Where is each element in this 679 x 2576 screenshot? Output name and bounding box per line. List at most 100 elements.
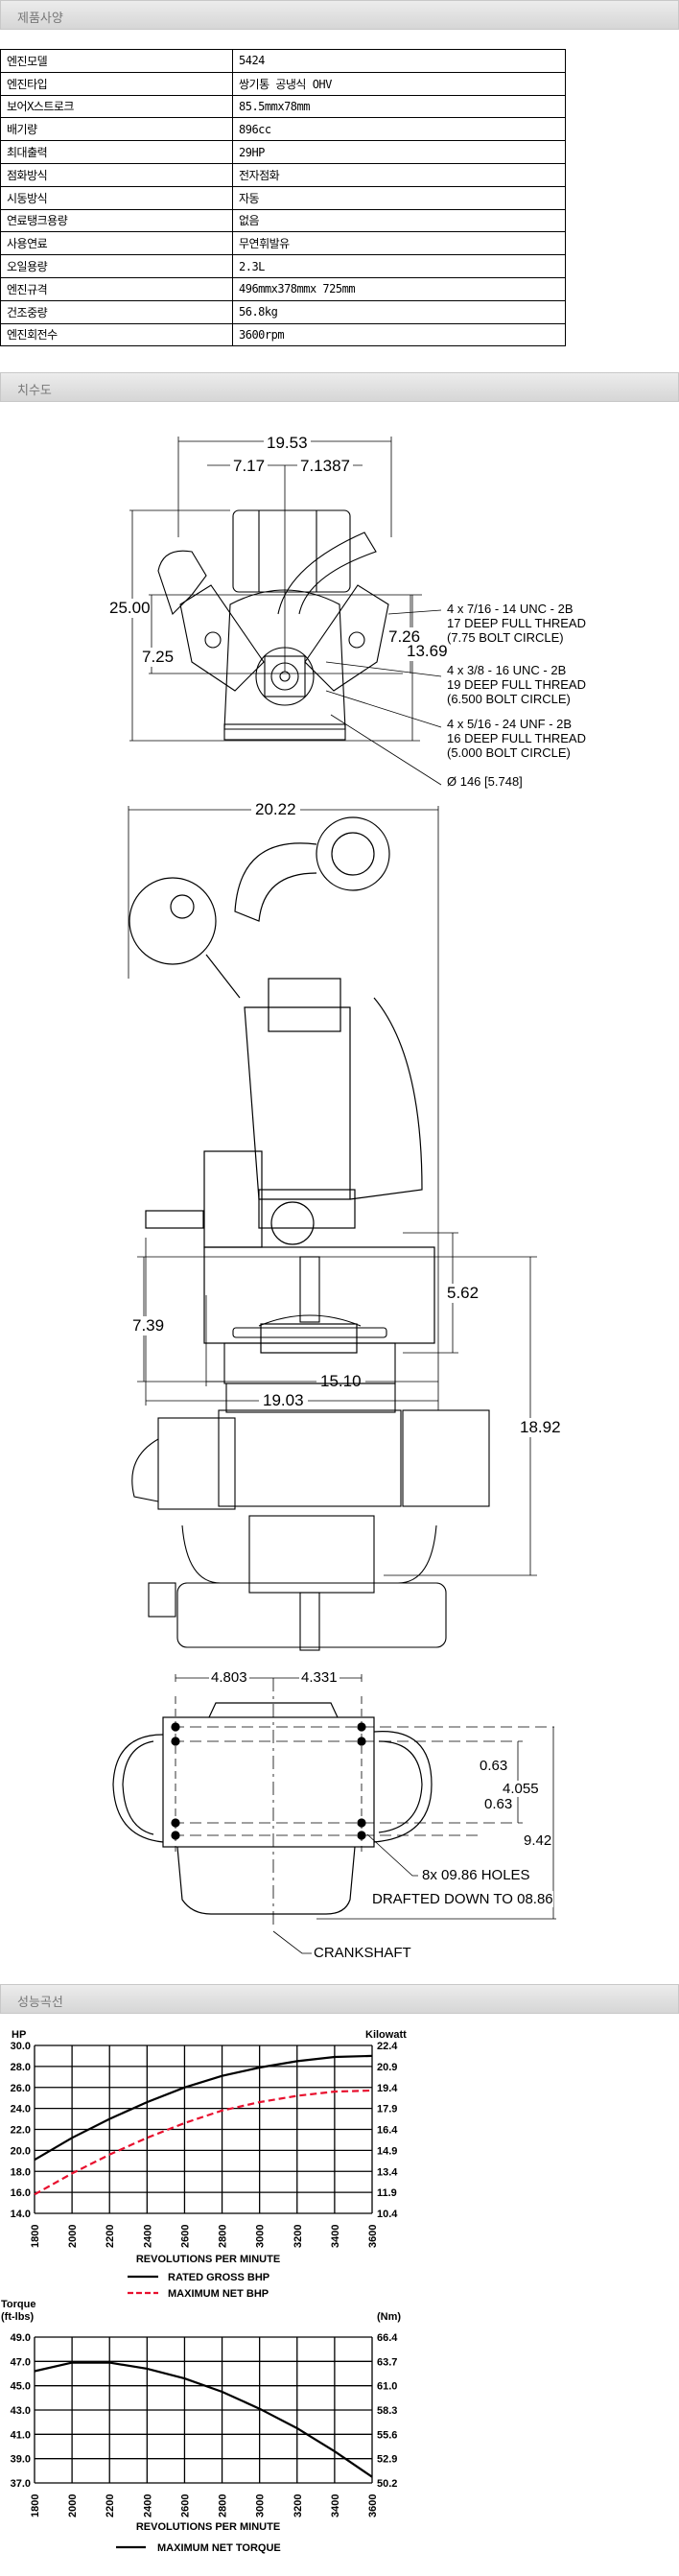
drafted-note: DRAFTED DOWN TO 08.86 <box>372 1891 553 1908</box>
spec-key: 오일용량 <box>0 254 233 278</box>
section-title: 치수도 <box>17 384 52 398</box>
x-tick-label: 3000 <box>255 2494 267 2517</box>
spec-key: 엔진모델 <box>0 49 233 73</box>
dim-d: 9.42 <box>524 1832 552 1849</box>
x-tick-label: 2400 <box>142 2225 153 2248</box>
dim-b: 4.055 <box>503 1781 539 1798</box>
x-tick-label: 2800 <box>218 2494 229 2517</box>
dim-height: 18.92 <box>520 1418 561 1437</box>
x-tick-label: 2200 <box>105 2225 116 2248</box>
y-tick-label-right: 20.9 <box>377 2062 397 2073</box>
dim-top: 7.39 <box>132 1316 165 1335</box>
y-tick-label: 26.0 <box>11 2083 31 2094</box>
dim-a: 0.63 <box>480 1758 508 1774</box>
x-tick-label: 2800 <box>218 2225 229 2248</box>
y-tick-label-right: 66.4 <box>377 2332 398 2344</box>
x-axis-label: REVOLUTIONS PER MINUTE <box>136 2254 280 2265</box>
x-tick-label: 3600 <box>367 2494 379 2517</box>
y-tick-label-right: 63.7 <box>377 2356 397 2368</box>
y-tick-label: 39.0 <box>11 2454 31 2466</box>
dim-base-1: 15.10 <box>316 1372 365 1391</box>
spec-key: 엔진회전수 <box>0 322 233 347</box>
x-tick-label: 2400 <box>142 2494 153 2517</box>
x-tick-label: 3200 <box>293 2494 304 2517</box>
dim-left: 4.803 <box>209 1669 249 1687</box>
legend-label: MAXIMUM NET BHP <box>168 2288 269 2300</box>
dim-base-2: 19.03 <box>259 1391 308 1410</box>
dim-right: 4.331 <box>299 1669 340 1687</box>
y-tick-label-right: 13.4 <box>377 2166 398 2178</box>
y-tick-label: 14.0 <box>11 2209 31 2220</box>
y-tick-label: 16.0 <box>11 2187 31 2199</box>
spec-key: 최대출력 <box>0 140 233 164</box>
x-tick-label: 2000 <box>67 2494 79 2517</box>
x-tick-label: 3600 <box>367 2225 379 2248</box>
y-tick-label: 43.0 <box>11 2405 31 2417</box>
y-axis-label: HP <box>12 2029 26 2041</box>
dim-width: 20.22 <box>251 800 300 819</box>
dim-width: 19.53 <box>264 434 311 453</box>
y-tick-label-right: 55.6 <box>377 2429 397 2441</box>
x-tick-label: 2600 <box>179 2494 191 2517</box>
dim-height: 5.62 <box>447 1284 480 1303</box>
series-line <box>34 2054 373 2162</box>
y-tick-label-right: 50.2 <box>377 2478 397 2490</box>
spec-key: 연료탱크용량 <box>0 208 233 233</box>
y-tick-label-right: 61.0 <box>377 2381 397 2393</box>
y-axis-label: (ft-lbs) <box>1 2311 35 2323</box>
y-tick-label: 20.0 <box>11 2145 31 2157</box>
spec-value: 896cc <box>232 117 566 142</box>
x-tick-label: 3400 <box>330 2494 341 2517</box>
y-tick-label: 41.0 <box>11 2429 31 2441</box>
diameter-note: Ø 146 [5.748] <box>447 774 523 789</box>
section-header-dims: 치수도 <box>0 372 679 402</box>
dim-c: 0.63 <box>484 1796 513 1813</box>
section-header-spec: 제품사양 <box>0 0 679 30</box>
y-tick-label-right: 22.4 <box>377 2041 398 2052</box>
legend-label: RATED GROSS BHP <box>168 2272 269 2283</box>
spec-value: 29HP <box>232 140 566 164</box>
spec-key: 보어X스트로크 <box>0 94 233 119</box>
y-axis-label-right: (Nm) <box>377 2311 401 2323</box>
spec-value: 3600rpm <box>232 322 566 347</box>
y-tick-label-right: 58.3 <box>377 2405 397 2417</box>
y-tick-label-right: 17.9 <box>377 2104 397 2115</box>
y-tick-label: 18.0 <box>11 2166 31 2178</box>
dim-h4: 13.69 <box>407 642 448 661</box>
spec-value: 없음 <box>232 208 566 233</box>
y-tick-label: 28.0 <box>11 2062 31 2073</box>
x-tick-label: 3200 <box>293 2225 304 2248</box>
x-tick-label: 2600 <box>179 2225 191 2248</box>
section-title: 제품사양 <box>17 12 63 26</box>
y-tick-label: 47.0 <box>11 2356 31 2368</box>
dim-h2: 7.25 <box>142 648 175 667</box>
y-tick-label: 45.0 <box>11 2381 31 2393</box>
dim-height: 25.00 <box>109 599 151 618</box>
spec-key: 시동방식 <box>0 185 233 210</box>
spec-value: 85.5mmx78mm <box>232 94 566 119</box>
spec-value: 자동 <box>232 185 566 210</box>
y-tick-label-right: 11.9 <box>377 2187 397 2199</box>
x-tick-label: 3000 <box>255 2225 267 2248</box>
x-tick-label: 2200 <box>105 2494 116 2517</box>
series-line <box>34 2361 373 2478</box>
holes-note: 8x 09.86 HOLES <box>422 1867 530 1883</box>
series-line <box>34 2089 373 2196</box>
spec-key: 배기량 <box>0 117 233 142</box>
